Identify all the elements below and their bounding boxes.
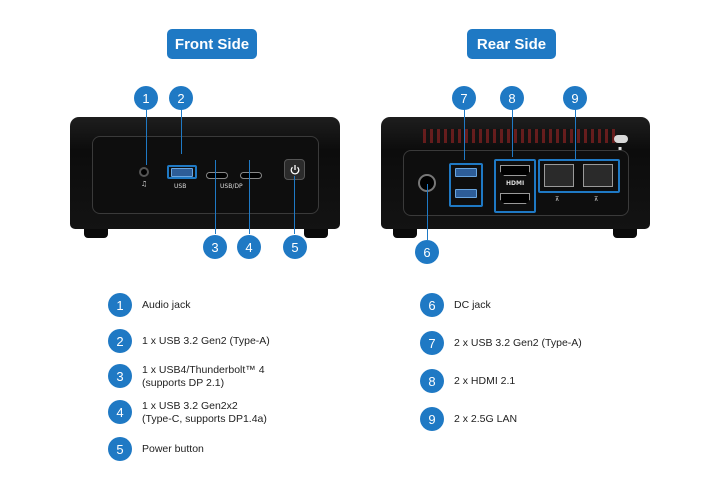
legend-num-9: 9 bbox=[420, 407, 444, 431]
rear-hdmi-box bbox=[494, 159, 536, 213]
leader-1 bbox=[146, 109, 147, 165]
legend-text-3b: (supports DP 2.1) bbox=[142, 377, 225, 389]
rear-usb-a-port-2 bbox=[455, 189, 477, 198]
callout-6: 6 bbox=[415, 240, 439, 264]
front-panel: ♫ USB USB/DP bbox=[92, 136, 319, 214]
hdmi-port-1 bbox=[500, 165, 530, 176]
rear-side-header: Rear Side bbox=[467, 29, 556, 59]
callout-4: 4 bbox=[237, 235, 261, 259]
usb-c-port-thunderbolt bbox=[206, 172, 228, 179]
usb-dp-label: USB/DP bbox=[220, 183, 243, 190]
leader-3 bbox=[215, 160, 216, 234]
headphone-icon: ♫ bbox=[141, 180, 148, 188]
legend-text-4b: (Type-C, supports DP1.4a) bbox=[142, 413, 267, 425]
lan-icon-1: ⊼ bbox=[555, 196, 560, 203]
lan-port-2 bbox=[583, 164, 613, 187]
leader-9 bbox=[575, 109, 576, 159]
legend-num-3: 3 bbox=[108, 364, 132, 388]
rear-foot-right bbox=[613, 229, 637, 238]
callout-7: 7 bbox=[452, 86, 476, 110]
usb-a-port bbox=[171, 168, 193, 177]
legend-text-7: 2 x USB 3.2 Gen2 (Type-A) bbox=[454, 337, 582, 349]
callout-5: 5 bbox=[283, 235, 307, 259]
legend-num-6: 6 bbox=[420, 293, 444, 317]
legend-text-1: Audio jack bbox=[142, 299, 191, 311]
usb-a-port-box bbox=[167, 165, 197, 179]
callout-3: 3 bbox=[203, 235, 227, 259]
leader-7 bbox=[464, 109, 465, 160]
usb-label: USB bbox=[174, 183, 187, 190]
lan-port-1 bbox=[544, 164, 574, 187]
rear-usb-box bbox=[449, 163, 483, 207]
rear-foot-left bbox=[393, 229, 417, 238]
legend-text-5: Power button bbox=[142, 443, 204, 455]
legend-text-4a: 1 x USB 3.2 Gen2x2 bbox=[142, 400, 238, 412]
usb-c-port-gen2x2 bbox=[240, 172, 262, 179]
leader-2 bbox=[181, 109, 182, 154]
rear-usb-a-port-1 bbox=[455, 168, 477, 177]
legend-num-5: 5 bbox=[108, 437, 132, 461]
lock-glyph: ▪ bbox=[618, 145, 623, 152]
vents bbox=[423, 129, 615, 143]
front-side-header: Front Side bbox=[167, 29, 257, 59]
audio-jack bbox=[139, 167, 149, 177]
callout-9: 9 bbox=[563, 86, 587, 110]
front-foot-right bbox=[304, 229, 328, 238]
rear-lan-box bbox=[538, 159, 620, 193]
callout-2: 2 bbox=[169, 86, 193, 110]
legend-text-6: DC jack bbox=[454, 299, 491, 311]
rear-panel: HDMI ⊼ ⊼ bbox=[403, 150, 629, 216]
legend-text-9: 2 x 2.5G LAN bbox=[454, 413, 518, 425]
leader-4 bbox=[249, 160, 250, 234]
hdmi-port-2 bbox=[500, 193, 530, 204]
leader-5 bbox=[294, 176, 295, 234]
rear-device: ▪ HDMI ⊼ ⊼ bbox=[381, 117, 650, 229]
lock-icon bbox=[614, 135, 628, 143]
leader-6 bbox=[427, 184, 428, 240]
callout-8: 8 bbox=[500, 86, 524, 110]
front-device: ♫ USB USB/DP bbox=[70, 117, 340, 229]
lan-icon-2: ⊼ bbox=[594, 196, 599, 203]
legend-text-8: 2 x HDMI 2.1 bbox=[454, 375, 516, 387]
legend-text-3a: 1 x USB4/Thunderbolt™ 4 bbox=[142, 364, 265, 376]
legend-num-2: 2 bbox=[108, 329, 132, 353]
hdmi-label: HDMI bbox=[506, 180, 525, 187]
legend-num-7: 7 bbox=[420, 331, 444, 355]
callout-1: 1 bbox=[134, 86, 158, 110]
legend-text-2: 1 x USB 3.2 Gen2 (Type-A) bbox=[142, 335, 270, 347]
front-foot-left bbox=[84, 229, 108, 238]
leader-8 bbox=[512, 109, 513, 157]
legend-num-4: 4 bbox=[108, 400, 132, 424]
legend-num-1: 1 bbox=[108, 293, 132, 317]
power-icon bbox=[290, 164, 299, 174]
legend-num-8: 8 bbox=[420, 369, 444, 393]
